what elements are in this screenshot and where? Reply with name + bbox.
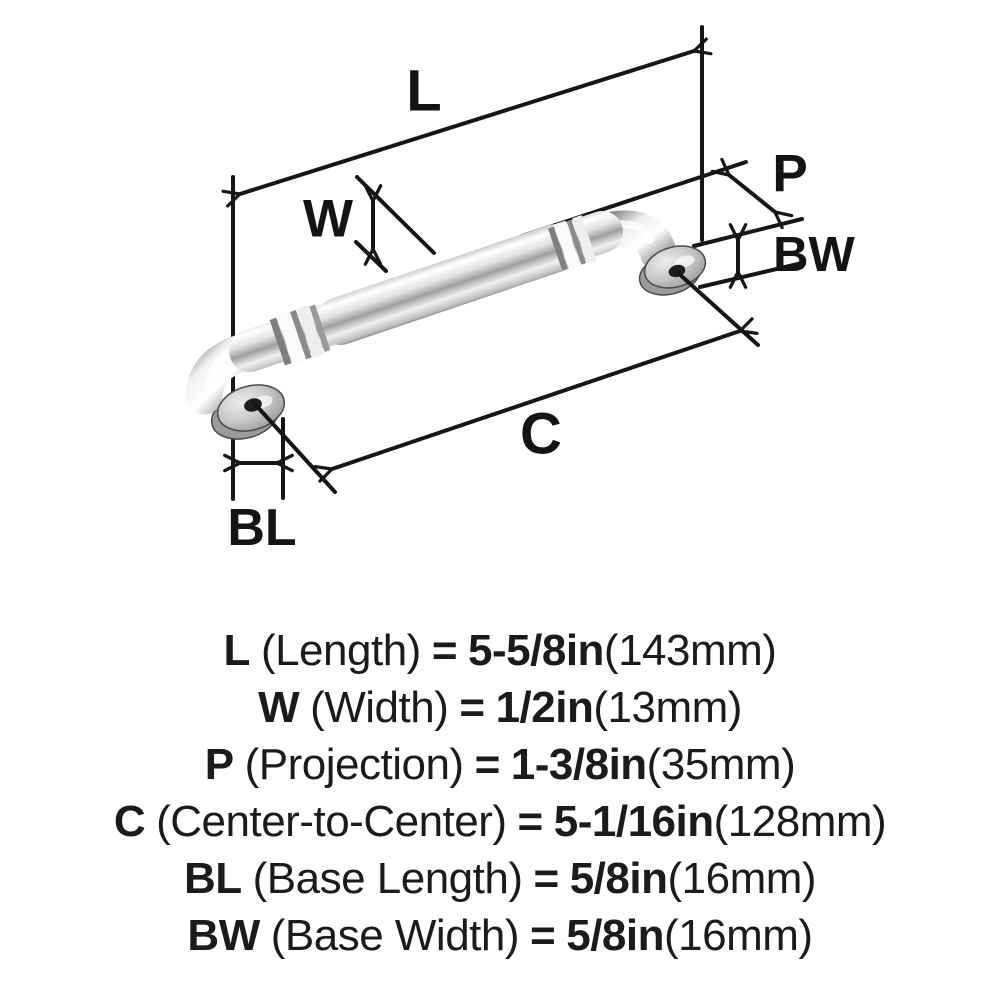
- legend-equals: =: [474, 740, 501, 789]
- legend-equals: =: [517, 797, 544, 846]
- legend-descriptor: (Center-to-Center): [156, 797, 507, 846]
- label-P: P: [772, 145, 807, 204]
- label-BL: BL: [227, 499, 296, 557]
- legend-row-center-to-center: C (Center-to-Center) = 5-1/16in (128mm): [113, 793, 887, 850]
- handle-grip-barrel: [316, 224, 580, 345]
- legend-descriptor: (Projection): [244, 740, 464, 789]
- legend-value-in: 1-3/8in: [510, 740, 647, 789]
- legend-symbol: C: [113, 797, 146, 846]
- legend-value-mm: (143mm): [603, 626, 777, 675]
- handle-illustration: [185, 210, 707, 440]
- right-base-specular: [675, 255, 695, 268]
- legend-value-in: 5/8in: [566, 911, 665, 960]
- legend-value-in: 5-5/8in: [468, 626, 604, 675]
- dimension-diagram: L W P BW C BL: [185, 25, 856, 558]
- legend-value-in: 5-1/16in: [553, 797, 714, 846]
- legend-equals: =: [459, 683, 485, 732]
- legend-value-mm: (16mm): [664, 911, 813, 960]
- dim-arrow-P: [710, 157, 794, 230]
- ext-line-BW-lower: [698, 261, 804, 289]
- handle-dimension-drawing: L W P BW C BL: [185, 25, 856, 558]
- legend-equals: =: [431, 626, 458, 675]
- legend-value-mm: (16mm): [667, 854, 817, 903]
- dim-line-L: [221, 37, 713, 208]
- legend-row-length: L (Length) = 5-5/8in (143mm): [224, 622, 777, 679]
- legend-value-in: 5/8in: [569, 854, 668, 903]
- label-W: W: [303, 190, 353, 249]
- legend-value-mm: (128mm): [713, 797, 887, 846]
- legend-row-base-width: BW (Base Width) = 5/8in (16mm): [187, 907, 813, 964]
- label-BW: BW: [773, 228, 855, 282]
- legend-equals: =: [533, 854, 560, 903]
- legend-row-width: W (Width) = 1/2in (13mm): [258, 679, 742, 736]
- legend-symbol: BW: [187, 911, 260, 960]
- legend-value-in: 1/2in: [495, 683, 594, 732]
- ext-line-W-upper: [355, 175, 436, 255]
- legend-symbol: W: [258, 683, 300, 732]
- legend-symbol: L: [223, 626, 251, 675]
- dim-line-C: [313, 317, 759, 483]
- legend-row-projection: P (Projection) = 1-3/8in (35mm): [204, 736, 796, 793]
- dimension-labels: L W P BW C BL: [227, 59, 855, 558]
- legend-symbol: BL: [183, 854, 242, 903]
- legend-descriptor: (Width): [310, 683, 449, 732]
- legend-descriptor: (Base Length): [252, 854, 523, 903]
- ext-line-C-left: [251, 400, 337, 494]
- legend-value-mm: (13mm): [593, 683, 742, 732]
- legend-descriptor: (Length): [260, 626, 421, 675]
- right-collar-rings: [548, 215, 597, 271]
- label-L: L: [406, 59, 441, 124]
- dimension-lines-front: [223, 270, 760, 500]
- legend-value-mm: (35mm): [646, 740, 796, 789]
- legend-row-base-length: BL (Base Length) = 5/8in (16mm): [183, 850, 817, 907]
- label-C: C: [520, 402, 562, 467]
- legend-equals: =: [530, 911, 556, 960]
- legend-symbol: P: [204, 740, 234, 789]
- legend-descriptor: (Base Width): [270, 911, 520, 960]
- dimension-legend: L (Length) = 5-5/8in (143mm) W (Width) =…: [0, 622, 1000, 964]
